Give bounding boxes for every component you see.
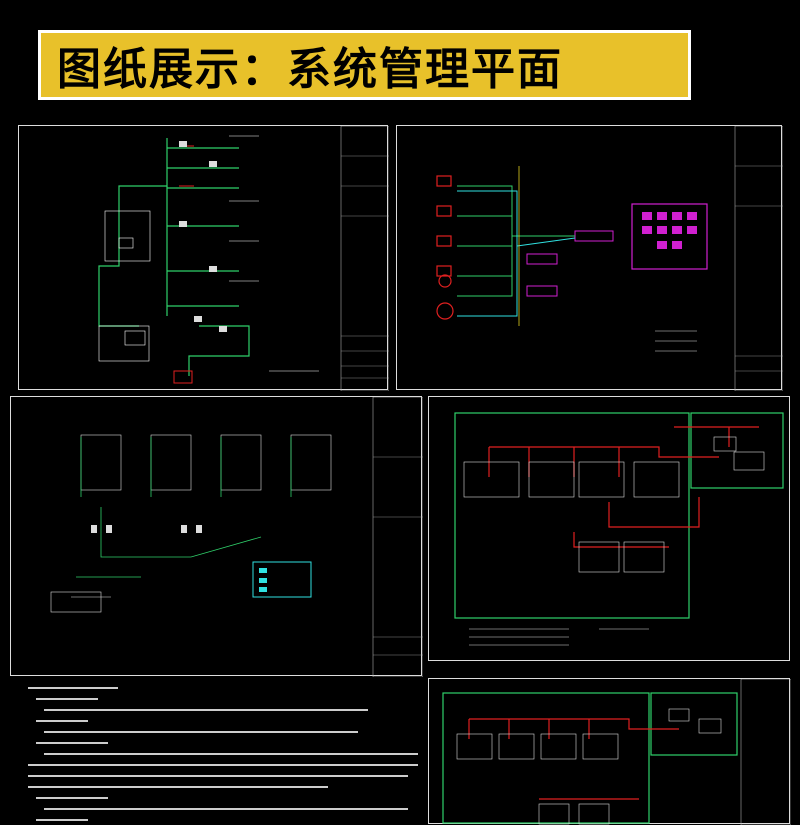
drawing-sheet-5 [428, 678, 791, 825]
notes-text-lines [28, 687, 418, 821]
wiring-diagram-5 [442, 679, 791, 825]
title-banner: 图纸展示：系统管理平面 [0, 0, 800, 118]
wiring-diagram-4 [454, 412, 784, 646]
wiring-diagram-1 [98, 126, 389, 391]
page-title: 图纸展示：系统管理平面 [57, 44, 563, 95]
drawing-sheet-3 [10, 396, 423, 677]
wiring-diagram-2 [436, 126, 783, 391]
drawing-sheet-1 [18, 125, 389, 391]
drawing-sheet-4 [428, 396, 790, 661]
design-notes [28, 682, 428, 824]
drawing-sheet-2 [396, 125, 783, 391]
wiring-diagram-3 [50, 397, 423, 677]
title-box: 图纸展示：系统管理平面 [38, 30, 691, 100]
